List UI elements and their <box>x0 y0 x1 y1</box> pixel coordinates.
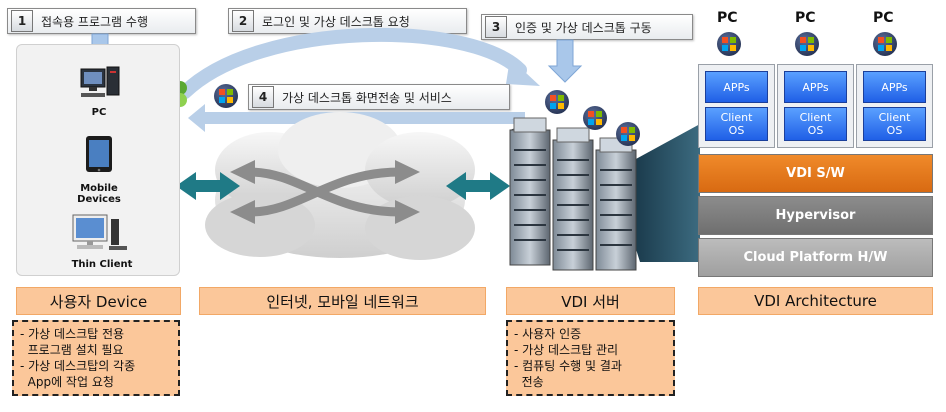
layer-vdi-sw: VDI S/W <box>698 154 933 193</box>
arch-pc-title: PC <box>873 10 894 26</box>
network-cross-arrows <box>249 167 401 217</box>
vm-column: APPs Client OS <box>777 64 854 148</box>
step-3-number: 3 <box>485 16 507 38</box>
user-note-line: App에 작업 요청 <box>20 375 114 389</box>
pc-label: PC <box>91 107 107 118</box>
arc-request-head <box>506 58 540 86</box>
user-note-line: - 가상 데스크탑 전용 <box>20 327 125 341</box>
user-device-note: - 가상 데스크탑 전용 프로그램 설치 필요 - 가상 데스크탑의 각종 Ap… <box>12 320 180 396</box>
layer-cloud-platform: Cloud Platform H/W <box>698 238 933 277</box>
step-4-text: 가상 데스크톱 화면전송 및 서비스 <box>282 90 452 105</box>
apps-box: APPs <box>784 71 847 103</box>
vm-column: APPs Client OS <box>698 64 775 148</box>
vdi-note-line: - 컴퓨팅 수행 및 결과 <box>514 359 622 373</box>
step-1-number: 1 <box>11 10 33 32</box>
client-os-box: Client OS <box>863 107 926 141</box>
teal-arrow-left <box>176 172 240 200</box>
arrow-step3-down <box>547 39 583 83</box>
step-2-text: 로그인 및 가상 데스크톱 요청 <box>262 14 410 29</box>
vdi-note-line: - 사용자 인증 <box>514 327 582 341</box>
arch-pc-title: PC <box>717 10 738 26</box>
windows-orb-icon <box>616 122 640 146</box>
thin-client-icon <box>72 214 127 250</box>
user-device-panel: PC Mobile Devices Thin Client <box>16 44 180 276</box>
teal-arrow-right <box>446 172 510 200</box>
step-1-text: 접속용 프로그램 수행 <box>41 14 148 29</box>
layer-hypervisor: Hypervisor <box>698 196 933 235</box>
section-vdi-architecture: VDI Architecture <box>698 287 933 315</box>
section-network: 인터넷, 모바일 네트워크 <box>199 287 486 315</box>
arc-request <box>178 27 527 99</box>
windows-orb-icon <box>795 32 819 56</box>
windows-orb-icon <box>545 90 569 114</box>
section-user-device-label: 사용자 Device <box>49 292 148 311</box>
apps-box: APPs <box>863 71 926 103</box>
vdi-server-note: - 사용자 인증 - 가상 데스크탑 관리 - 컴퓨팅 수행 및 결과 전송 <box>506 320 675 396</box>
step-3-text: 인증 및 가상 데스크톱 구동 <box>515 20 652 35</box>
section-user-device: 사용자 Device <box>16 287 181 315</box>
arch-pc-title: PC <box>795 10 816 26</box>
windows-orb-icon <box>214 84 238 108</box>
apps-box: APPs <box>705 71 768 103</box>
step-4-number: 4 <box>252 86 274 108</box>
step-3-box: 3 인증 및 가상 데스크톱 구동 <box>481 14 693 40</box>
section-network-label: 인터넷, 모바일 네트워크 <box>266 292 419 311</box>
vdi-server-rack <box>509 117 637 271</box>
step-2-number: 2 <box>232 10 254 32</box>
tablet-icon <box>86 136 112 172</box>
section-vdi-server: VDI 서버 <box>506 287 675 315</box>
vdi-note-line: - 가상 데스크탑 관리 <box>514 343 619 357</box>
mobile-devices-label: Mobile Devices <box>77 183 121 205</box>
pc-icon <box>80 66 120 97</box>
user-note-line: - 가상 데스크탑의 각종 <box>20 359 136 373</box>
vm-column: APPs Client OS <box>856 64 933 148</box>
step-4-box: 4 가상 데스크톱 화면전송 및 서비스 <box>248 84 510 110</box>
vdi-note-line: 전송 <box>514 375 544 389</box>
section-vdi-architecture-label: VDI Architecture <box>754 292 877 310</box>
windows-orb-icon <box>583 106 607 130</box>
windows-orb-icon <box>873 32 897 56</box>
client-os-box: Client OS <box>784 107 847 141</box>
user-note-line: 프로그램 설치 필요 <box>20 343 124 357</box>
thin-client-label: Thin Client <box>71 259 133 270</box>
client-os-box: Client OS <box>705 107 768 141</box>
step-1-box: 1 접속용 프로그램 수행 <box>7 8 196 34</box>
section-vdi-server-label: VDI 서버 <box>561 292 620 311</box>
windows-orb-icon <box>717 32 741 56</box>
